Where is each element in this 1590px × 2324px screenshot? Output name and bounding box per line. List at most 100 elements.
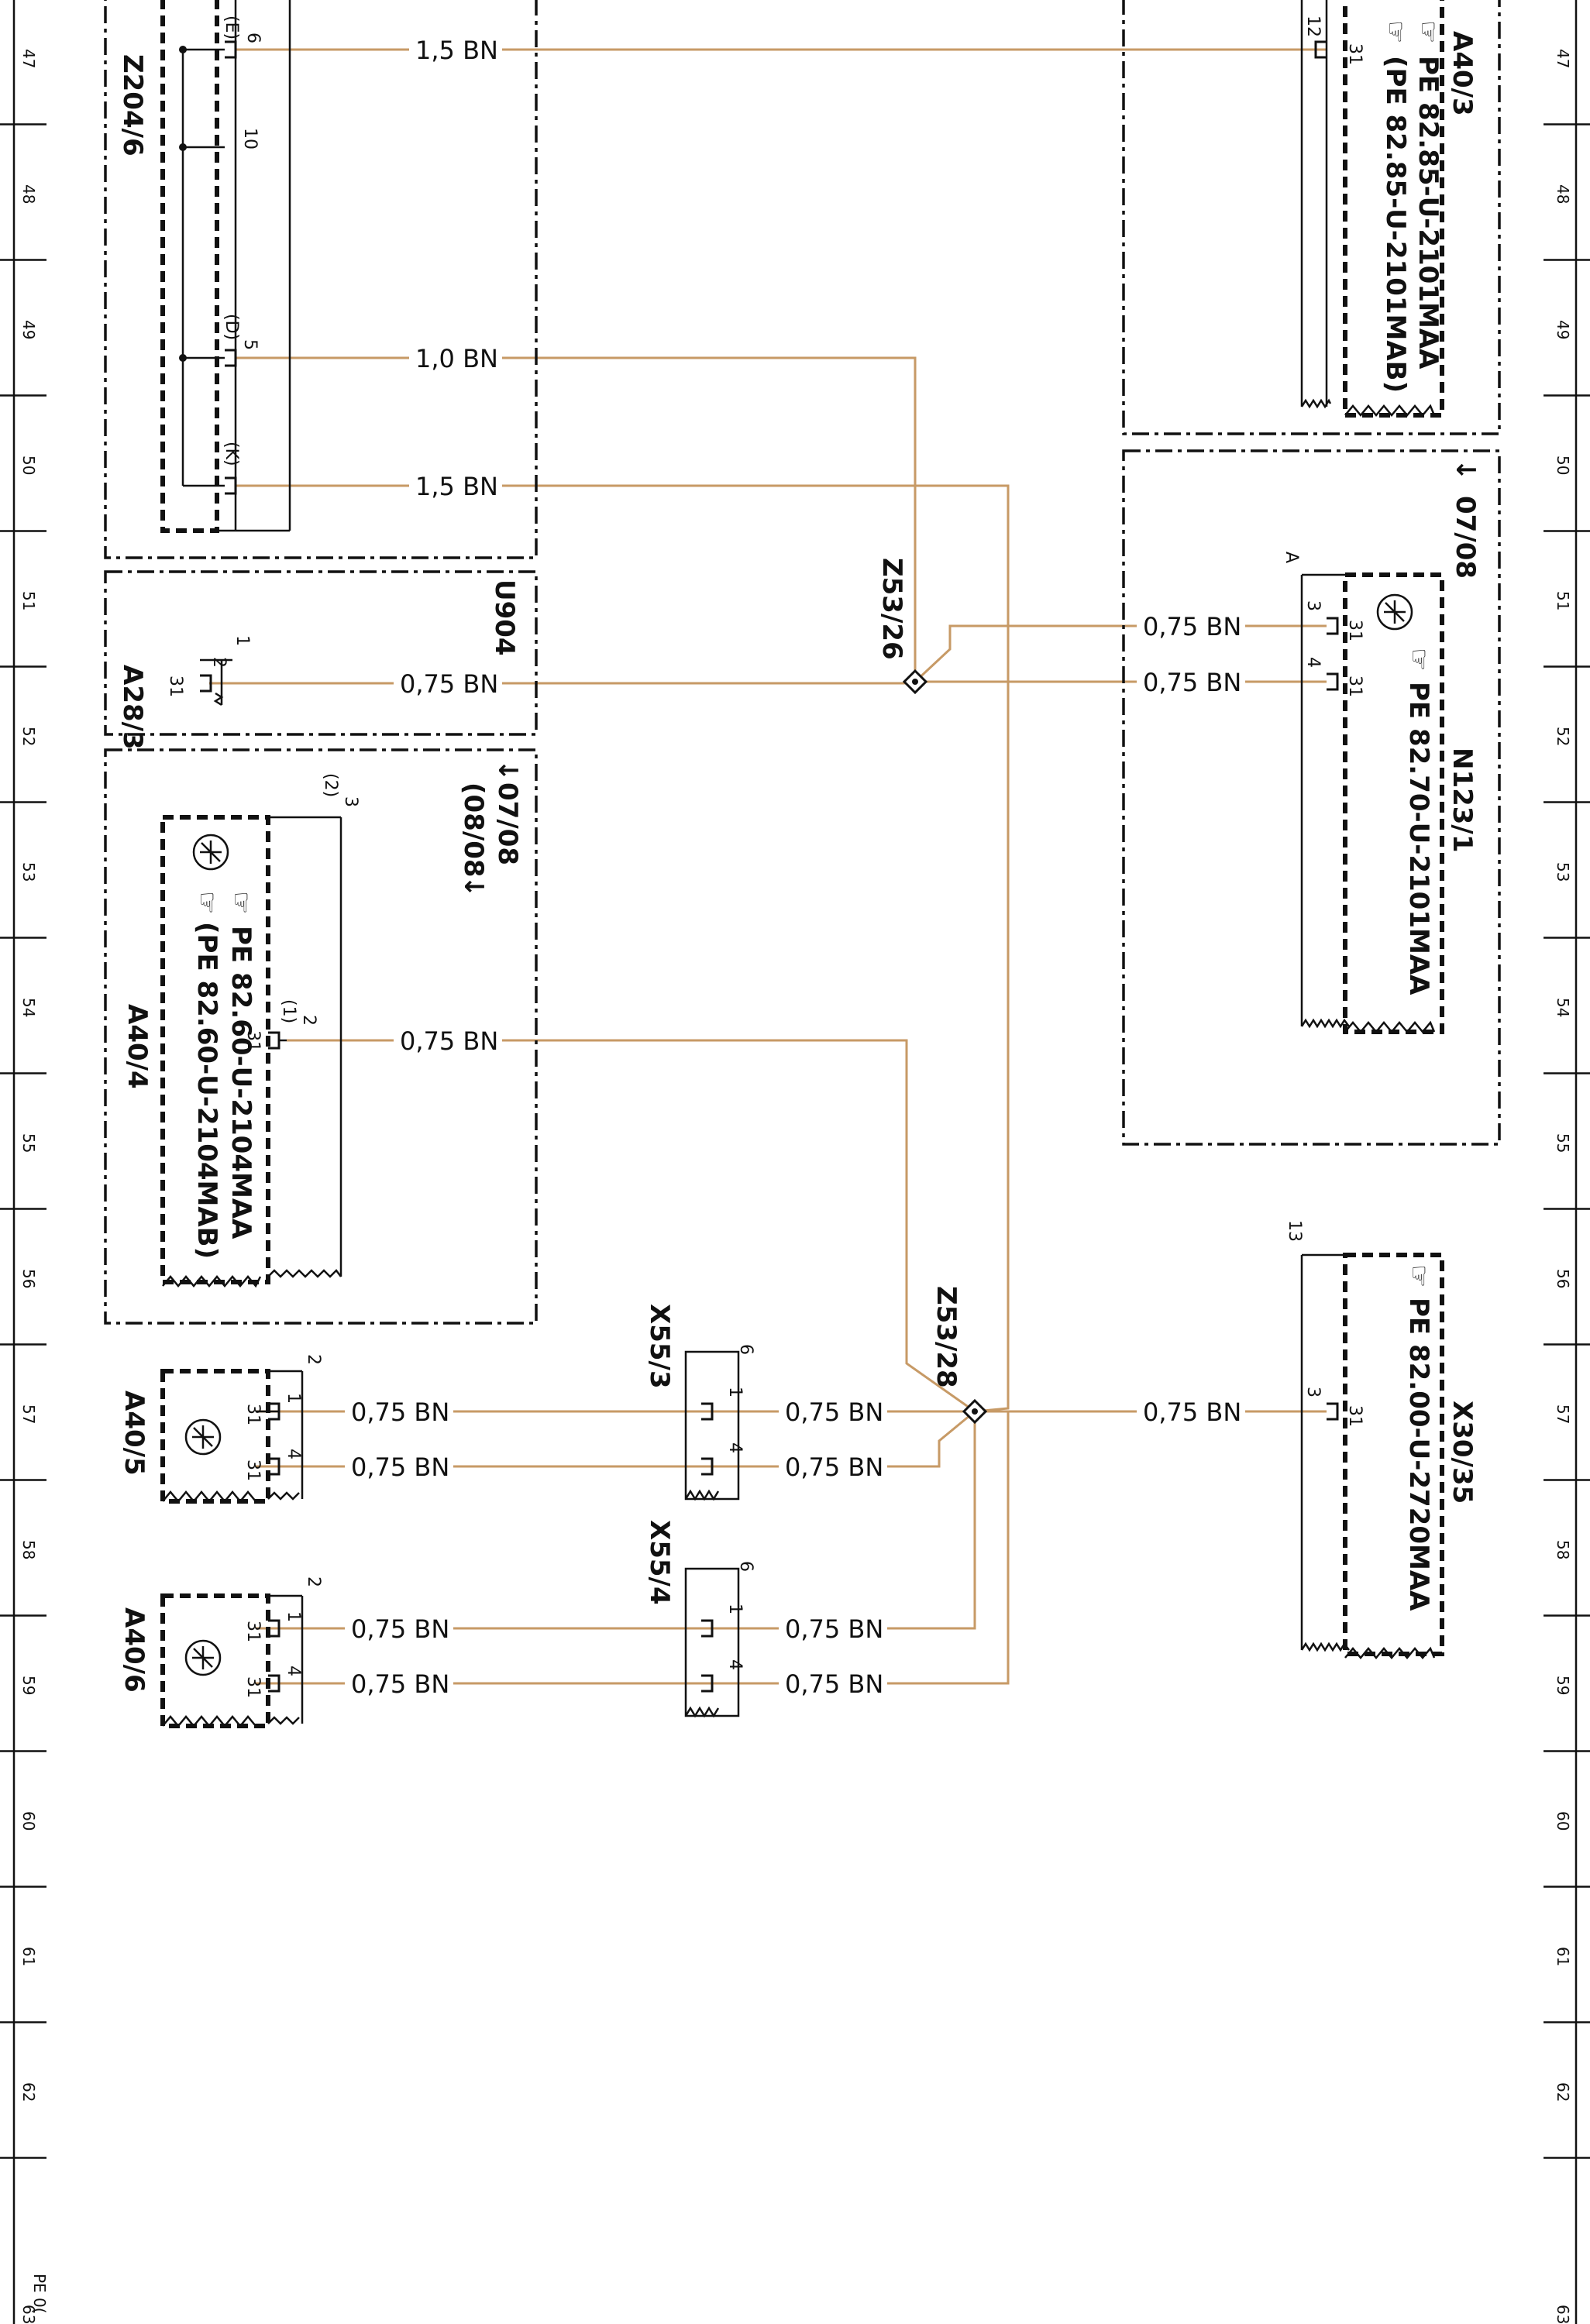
arrow-icon: ↓	[458, 875, 489, 898]
svg-text:(1): (1)	[279, 999, 298, 1023]
row-label: 51	[1554, 591, 1572, 610]
wire-label-w6: 0,75 BN	[1143, 668, 1241, 697]
row-label: 61	[19, 1947, 38, 1966]
svg-text:6: 6	[243, 33, 263, 43]
svg-text:4: 4	[284, 1449, 303, 1459]
row-label: 50	[1554, 456, 1572, 475]
ref-0708-c: (08/08	[458, 782, 489, 878]
pe-n123-1: PE 82.70-U-2101MAA	[1403, 682, 1434, 995]
hand-icon: ☞	[1403, 1264, 1434, 1287]
label-x55-3: X55/3	[644, 1304, 675, 1389]
component-a28-3: 1 2 31 A28/3 U904	[104, 570, 538, 750]
label-a40-4: A40/4	[122, 1004, 153, 1089]
row-label: 54	[1554, 998, 1572, 1017]
svg-text:31: 31	[243, 1459, 263, 1481]
hand-icon: ☞	[1413, 20, 1444, 43]
pe-a40-4-2: (PE 82.60-U-2104MAB)	[191, 922, 222, 1259]
row-label: 48	[19, 184, 38, 204]
row-label: 63	[1554, 2305, 1572, 2324]
svg-text:4: 4	[284, 1666, 303, 1676]
row-label: 61	[1554, 1947, 1572, 1966]
row-label: 54	[19, 998, 38, 1017]
label-a40-6: A40/6	[119, 1607, 150, 1693]
row-label: 50	[19, 456, 38, 475]
svg-text:31: 31	[243, 1676, 263, 1698]
transistor-icon	[1376, 593, 1413, 631]
svg-text:31: 31	[1345, 676, 1365, 697]
row-label: 57	[19, 1404, 38, 1424]
svg-text:2: 2	[299, 1015, 318, 1026]
component-n123-1: 3 4 31 31 A ☞ PE 82.70-U-2101MAA N123/1 …	[1122, 449, 1501, 1146]
svg-text:4: 4	[725, 1442, 745, 1453]
svg-text:6: 6	[736, 1561, 755, 1572]
row-label: 52	[19, 727, 38, 746]
row-label: 51	[19, 591, 38, 610]
svg-text:12: 12	[1303, 15, 1323, 37]
row-label: 60	[19, 1811, 38, 1831]
pe-x30-35: PE 82.00-U-2720MAA	[1403, 1298, 1434, 1611]
svg-text:1: 1	[725, 1387, 745, 1397]
component-x30-35: 13 3 31 ☞ PE 82.00-U-2720MAA X30/35	[1285, 1220, 1478, 1659]
row-label: 56	[1554, 1269, 1572, 1288]
row-label: 59	[19, 1676, 38, 1695]
arrow-icon: ↓	[492, 759, 523, 782]
svg-text:1: 1	[284, 1393, 303, 1404]
wire-label-w10: 0,75 BN	[785, 1397, 883, 1427]
transistor-icon	[184, 1418, 222, 1456]
svg-text:3: 3	[1303, 600, 1323, 611]
row-label: 47	[19, 49, 38, 68]
row-label: 47	[1554, 49, 1572, 68]
label-x30-35: X30/35	[1447, 1401, 1478, 1504]
svg-text:(K): (K)	[222, 442, 241, 466]
wire-w7	[287, 1039, 976, 1413]
transistor-icon	[184, 1639, 222, 1676]
wire-label-w13: 0,75 BN	[351, 1614, 449, 1644]
splice-z53-26: Z53/26	[876, 558, 928, 695]
wire-w3	[235, 484, 1010, 1413]
svg-text:31: 31	[1345, 1405, 1365, 1427]
component-z204-6: 6 (E) 10 5 (D) (K) Z204/6	[104, 0, 538, 559]
svg-text:31: 31	[243, 1404, 263, 1425]
svg-text:31: 31	[1345, 620, 1365, 641]
component-x55-3: 6 1 4 X55/3	[644, 1304, 755, 1501]
svg-text:(E): (E)	[222, 15, 241, 40]
svg-text:31: 31	[243, 1621, 263, 1642]
label-a28-3: A28/3	[117, 665, 148, 750]
ref-0708-b: 07/08	[492, 782, 523, 865]
wire-label-w14: 0,75 BN	[351, 1669, 449, 1699]
component-a40-5: 2 1 4 31 31 A40/5	[119, 1354, 323, 1504]
svg-text:2: 2	[209, 657, 229, 668]
row-label: 49	[19, 320, 38, 339]
svg-text:3: 3	[341, 796, 360, 807]
svg-text:(2): (2)	[321, 773, 340, 797]
hand-icon: ☞	[191, 891, 222, 914]
svg-text:3: 3	[1303, 1387, 1323, 1397]
svg-text:6: 6	[736, 1344, 755, 1355]
wire-labels: 1,5 BN 1,0 BN 1,5 BN 0,75 BN 0,75 BN 0,7…	[345, 34, 1245, 1699]
label-z204-6: Z204/6	[117, 54, 148, 156]
svg-text:10: 10	[240, 128, 260, 150]
hand-icon: ☞	[225, 891, 256, 914]
label-z53-26: Z53/26	[876, 558, 907, 660]
row-label: 49	[1554, 320, 1572, 339]
label-n123-1: N123/1	[1447, 748, 1478, 853]
wire-label-w5: 0,75 BN	[1143, 612, 1241, 641]
label-a40-5: A40/5	[119, 1391, 150, 1476]
pe-a40-3-2: (PE 82.85-U-2101MAB)	[1380, 56, 1411, 393]
component-a40-4: 3 (2) 2 (1) 31 ☞ ☞ PE 82.60-U-2104MAA (P…	[104, 748, 538, 1325]
wire-label-w16: 0,75 BN	[785, 1669, 883, 1699]
svg-text:31: 31	[1345, 43, 1365, 65]
component-a40-6: 2 1 4 31 31 A40/6	[119, 1576, 323, 1728]
transistor-icon	[192, 834, 229, 871]
wire-label-w3: 1,5 BN	[415, 472, 498, 501]
svg-text:5: 5	[240, 339, 260, 350]
label-z53-28: Z53/28	[931, 1286, 962, 1388]
row-label: 48	[1554, 184, 1572, 204]
splice-z53-28: Z53/28	[931, 1286, 988, 1425]
row-label: 56	[19, 1269, 38, 1288]
ref-0708-a: 07/08	[1450, 496, 1481, 579]
svg-text:1: 1	[725, 1604, 745, 1614]
row-label: 58	[19, 1540, 38, 1559]
svg-text:2: 2	[304, 1576, 323, 1587]
